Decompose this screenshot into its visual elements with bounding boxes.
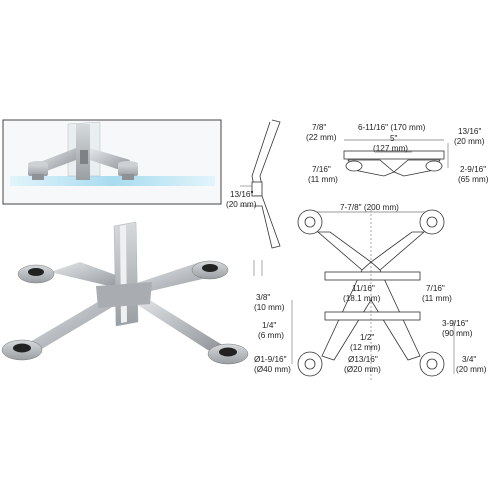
dim-label: (11 mm)	[422, 294, 452, 303]
dim-label: (65 mm)	[458, 175, 489, 184]
dim-label: (127 mm)	[373, 144, 408, 153]
dim-label: (10 mm)	[254, 303, 285, 312]
front-view-drawing	[291, 209, 455, 380]
dim-label: Ø13/16"	[348, 355, 378, 364]
dim-label: (12 mm)	[350, 343, 381, 352]
dim-label: Ø1-9/16"	[254, 355, 287, 364]
dim-label: 7-7/8" (200 mm)	[340, 203, 399, 212]
dim-label: 2-9/16"	[460, 165, 486, 174]
dim-label: (22 mm)	[306, 133, 337, 142]
dim-label: (90 mm)	[442, 329, 473, 338]
dim-label: 1/2"	[360, 333, 374, 342]
dim-label: 3-9/16"	[442, 319, 468, 328]
dim-label: 13/16"	[230, 190, 253, 199]
dim-label: 1/4"	[262, 321, 276, 330]
dim-label: (Ø40 mm)	[254, 365, 291, 374]
dim-label: 6-11/16" (170 mm)	[358, 123, 426, 132]
side-profile-drawing	[240, 119, 281, 276]
dim-label: (20 mm)	[454, 137, 485, 146]
installation-inset	[2, 119, 222, 205]
dim-label: (20 mm)	[456, 365, 487, 374]
spider-fitting-render	[1, 221, 249, 365]
dim-label: 13/16"	[458, 127, 481, 136]
dim-label: 11/16"	[352, 284, 375, 293]
dim-label: 7/16"	[426, 284, 445, 293]
top-view-drawing	[343, 139, 449, 177]
dim-label: (20 mm)	[226, 200, 257, 209]
dim-label: (Ø20 mm)	[344, 365, 381, 374]
dim-label: 7/8"	[312, 123, 326, 132]
dimension-labels: 7/8" (22 mm) 6-11/16" (170 mm) 5" (127 m…	[226, 123, 489, 374]
dim-label: 3/4"	[462, 355, 476, 364]
dim-label: (11 mm)	[308, 175, 338, 184]
dim-label: 7/16"	[312, 165, 331, 174]
dim-label: (6 mm)	[258, 331, 284, 340]
dim-label: 5"	[390, 134, 398, 143]
dim-label: (18.1 mm)	[343, 294, 381, 303]
dim-label: 3/8"	[256, 293, 270, 302]
